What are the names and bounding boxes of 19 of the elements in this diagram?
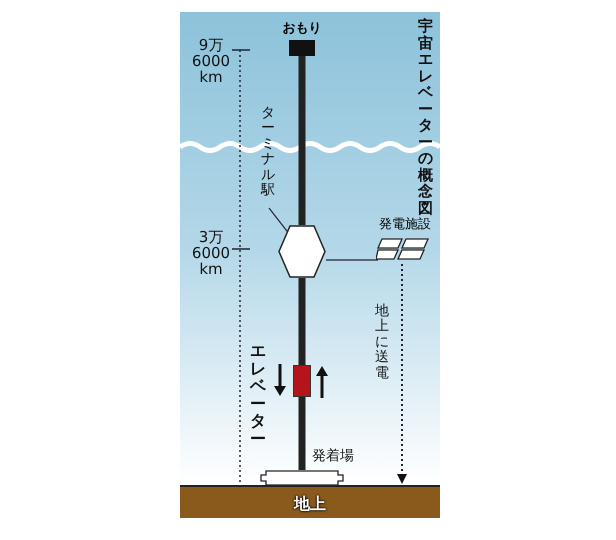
edge-label: 地上に送電	[375, 304, 389, 381]
node-label: 発電施設	[378, 216, 432, 234]
node-caption: エレベーター	[250, 342, 266, 448]
dimension-label: 3万 6000 km	[190, 230, 232, 278]
dimension-label: 9万 6000 km	[190, 38, 232, 86]
tether-line	[298, 56, 306, 225]
elevator-car	[293, 365, 311, 397]
connector-line	[326, 259, 378, 261]
station-label: ターミナル駅	[261, 106, 275, 198]
node-label: おもり	[282, 20, 322, 38]
node-caption: 発着場	[312, 447, 354, 466]
tether-line	[298, 397, 306, 470]
arrow	[397, 264, 407, 484]
ground-band	[180, 485, 440, 518]
hexagon-station	[278, 225, 326, 278]
title: 宇宙エレベーターの概念図	[418, 18, 433, 216]
node-label: 地上	[292, 493, 327, 515]
landing-platform	[260, 470, 344, 485]
tether-line	[298, 278, 306, 365]
